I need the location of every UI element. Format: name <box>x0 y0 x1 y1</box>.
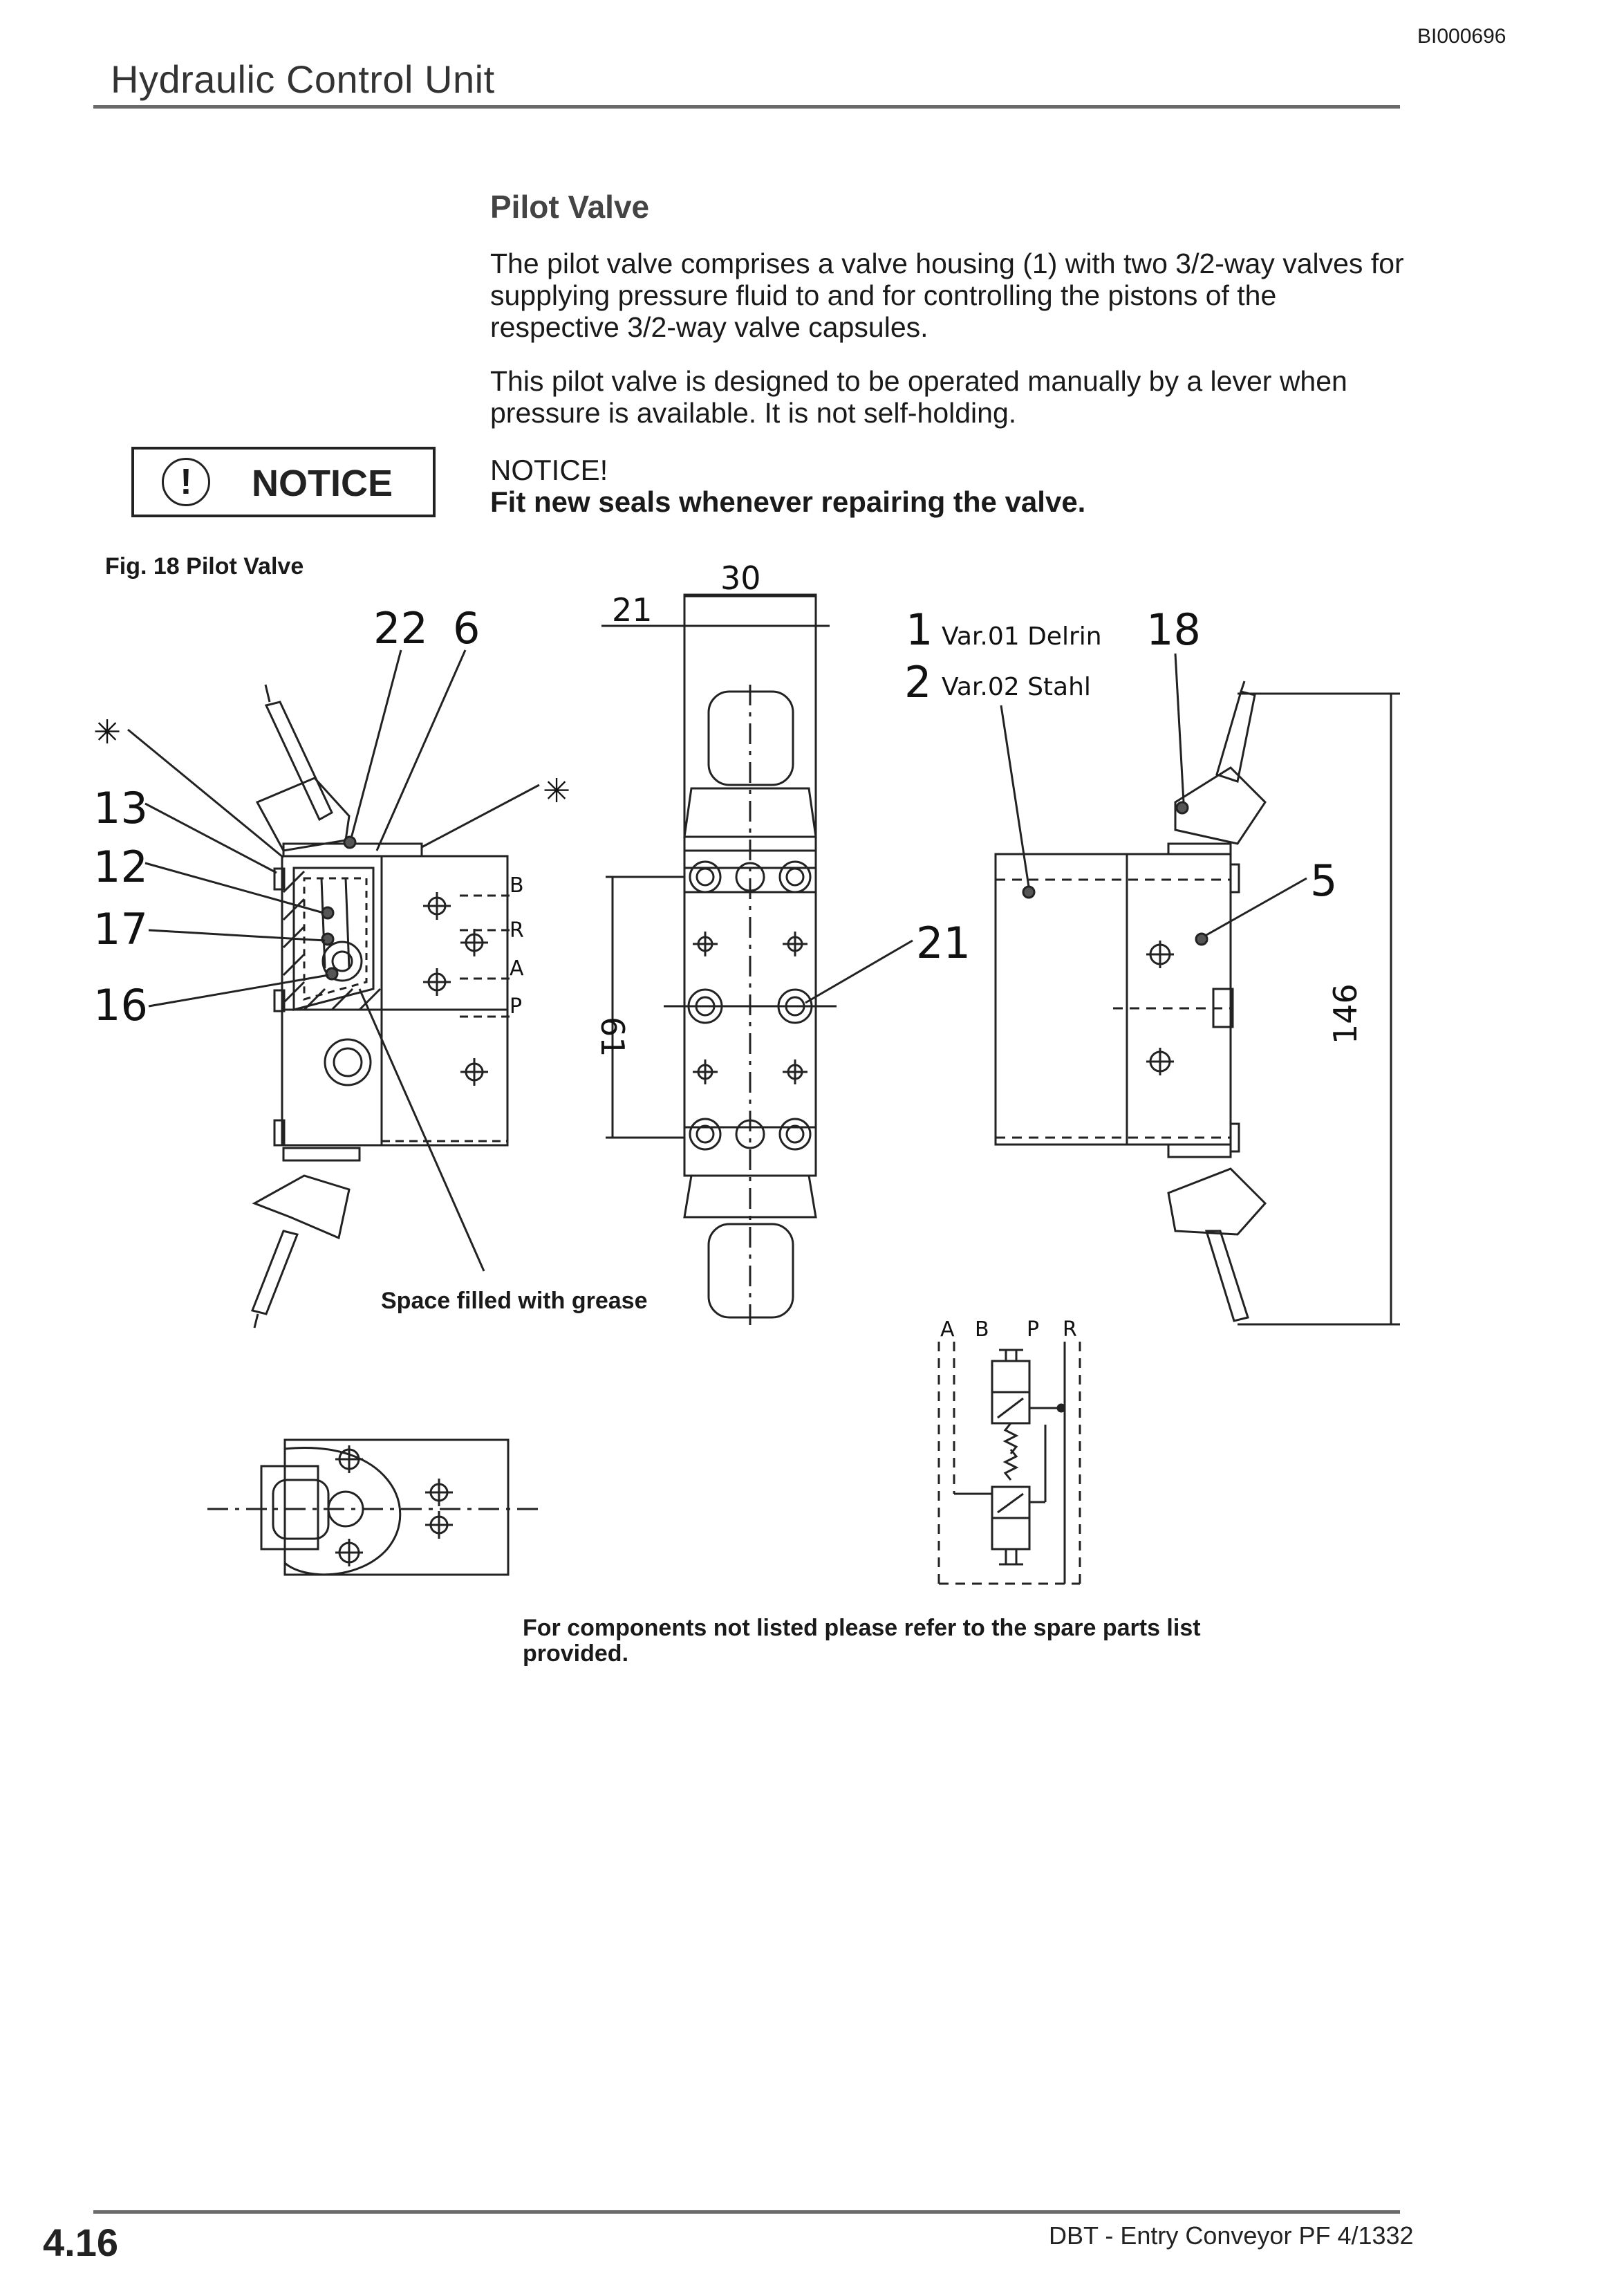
port-labels: B R A P <box>510 873 524 1019</box>
star-left-marker: ✳ <box>93 713 121 752</box>
front-elevation-view <box>601 593 913 1328</box>
grease-space-label: Space filled with grease <box>381 1288 648 1314</box>
part-label-13: 13 <box>93 783 148 833</box>
part-label-5: 5 <box>1310 855 1337 906</box>
page-number: 4.16 <box>43 2221 118 2264</box>
part-label-17: 17 <box>93 904 148 954</box>
schematic-port-r: R <box>1063 1317 1077 1342</box>
dimension-labels: 30 21 61 146 <box>594 559 1364 1057</box>
part-label-22: 22 <box>373 603 428 654</box>
figure-caption: Fig. 18 Pilot Valve <box>105 553 304 580</box>
star-mid-marker: ✳ <box>543 772 570 811</box>
paragraph-2: This pilot valve is designed to be opera… <box>490 365 1347 429</box>
page-header-title: Hydraulic Control Unit <box>111 57 495 101</box>
part-label-16: 16 <box>93 980 148 1030</box>
port-label-b: B <box>510 873 524 898</box>
part-number-labels: 22 6 ✳ ✳ 13 12 17 16 1 Var.01 Delrin 18 … <box>93 603 1337 1030</box>
part-label-2: 2 <box>904 657 931 707</box>
part-label-1: 1 <box>906 604 933 655</box>
part-2-description: Var.02 Stahl <box>942 673 1091 701</box>
part-label-6: 6 <box>453 603 480 654</box>
schematic-port-a: A <box>940 1317 955 1342</box>
exclamation-circle-icon: ! <box>162 458 210 506</box>
left-section-view <box>127 649 540 1328</box>
notice-box: ! NOTICE <box>131 447 436 517</box>
port-label-r: R <box>510 918 524 943</box>
right-side-view <box>994 653 1400 1326</box>
port-label-a: A <box>510 956 524 981</box>
paragraph-1: The pilot valve comprises a valve housin… <box>490 248 1404 343</box>
schematic-port-labels: A B P R <box>940 1317 1077 1342</box>
part-label-21: 21 <box>916 918 971 968</box>
part-1-description: Var.01 Delrin <box>942 622 1102 651</box>
port-label-p: P <box>510 994 522 1019</box>
footer-rule <box>93 2210 1400 2214</box>
plan-view <box>207 1438 539 1576</box>
footer-document-name: DBT - Entry Conveyor PF 4/1332 <box>1049 2221 1414 2250</box>
notice-text: Fit new seals whenever repairing the val… <box>490 485 1086 518</box>
hydraulic-schematic <box>937 1342 1081 1585</box>
spare-parts-note: For components not listed please refer t… <box>523 1615 1201 1667</box>
part-label-12: 12 <box>93 842 148 892</box>
dimension-61: 61 <box>594 1017 631 1057</box>
dimension-146: 146 <box>1327 983 1364 1044</box>
header-rule <box>93 105 1400 109</box>
schematic-port-b: B <box>975 1317 989 1342</box>
section-title: Pilot Valve <box>490 189 650 225</box>
dimension-21: 21 <box>612 591 653 629</box>
schematic-port-p: P <box>1027 1317 1039 1342</box>
notice-label: NOTICE <box>252 463 393 504</box>
document-id: BI000696 <box>1417 25 1506 48</box>
dimension-30: 30 <box>720 559 761 597</box>
part-label-18: 18 <box>1146 604 1201 655</box>
notice-title: NOTICE! <box>490 454 608 486</box>
